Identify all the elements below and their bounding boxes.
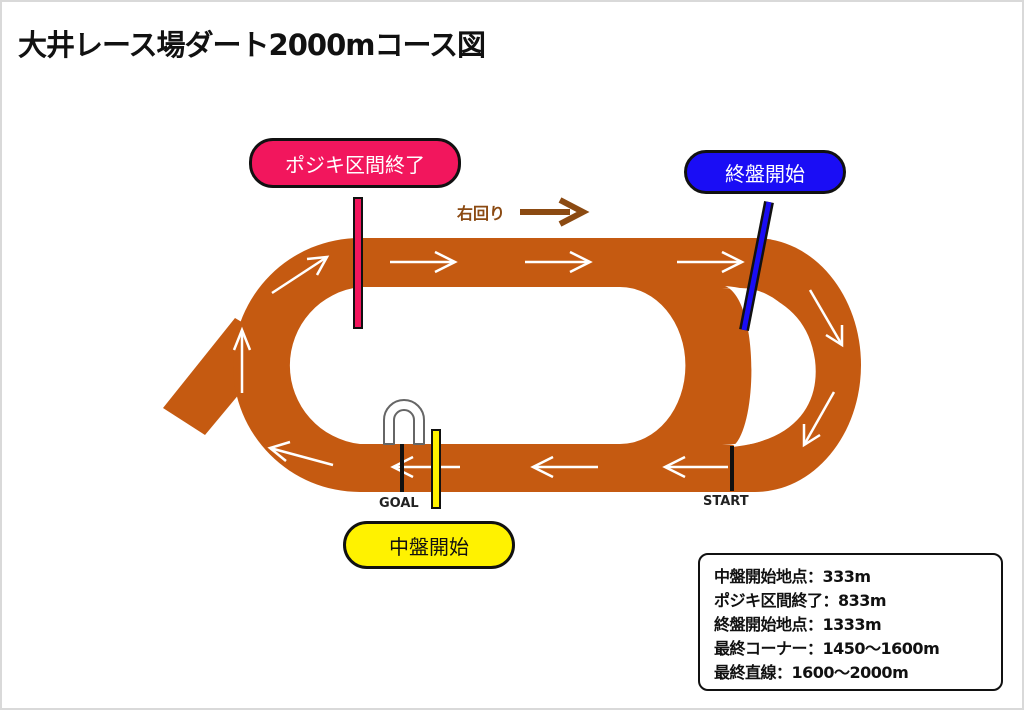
arrow-bottom-3 xyxy=(390,455,460,479)
goal-gate-icon xyxy=(383,399,425,445)
final-start-label: 終盤開始 xyxy=(684,150,846,194)
info-line: 最終コーナー：1450〜1600m xyxy=(714,639,940,658)
info-line: 最終直線：1600〜2000m xyxy=(714,663,909,682)
arrow-left-1 xyxy=(267,440,334,467)
arrow-right-1 xyxy=(808,289,844,348)
middle-start-label: 中盤開始 xyxy=(343,521,515,569)
info-line: 中盤開始地点：333m xyxy=(714,567,871,586)
arrow-left-2 xyxy=(232,326,252,393)
arrow-right-2 xyxy=(802,391,836,448)
start-label: START xyxy=(703,494,749,509)
middle-start-post xyxy=(431,429,441,509)
page-title: 大井レース場ダート2000mコース図 xyxy=(18,28,486,62)
arrow-top-2 xyxy=(525,250,593,274)
info-box: 中盤開始地点：333m ポジキ区間終了：833m 終盤開始地点：1333m 最終… xyxy=(698,553,1003,691)
goal-label: GOAL xyxy=(379,496,419,511)
arrow-bottom-2 xyxy=(530,455,598,479)
track-infield xyxy=(289,287,686,444)
arrow-left-3 xyxy=(271,255,330,295)
info-line: ポジキ区間終了：833m xyxy=(714,591,887,610)
arrow-bottom-1 xyxy=(662,455,728,479)
direction-arrows xyxy=(232,250,844,479)
direction-label: 右回り xyxy=(457,204,506,223)
posiki-end-post xyxy=(353,197,363,329)
info-line: 終盤開始地点：1333m xyxy=(714,615,882,634)
arrow-top-3 xyxy=(677,250,745,274)
direction-arrow-icon xyxy=(520,197,590,227)
arrow-top-1 xyxy=(390,250,458,274)
posiki-end-label: ポジキ区間終了 xyxy=(249,138,461,188)
